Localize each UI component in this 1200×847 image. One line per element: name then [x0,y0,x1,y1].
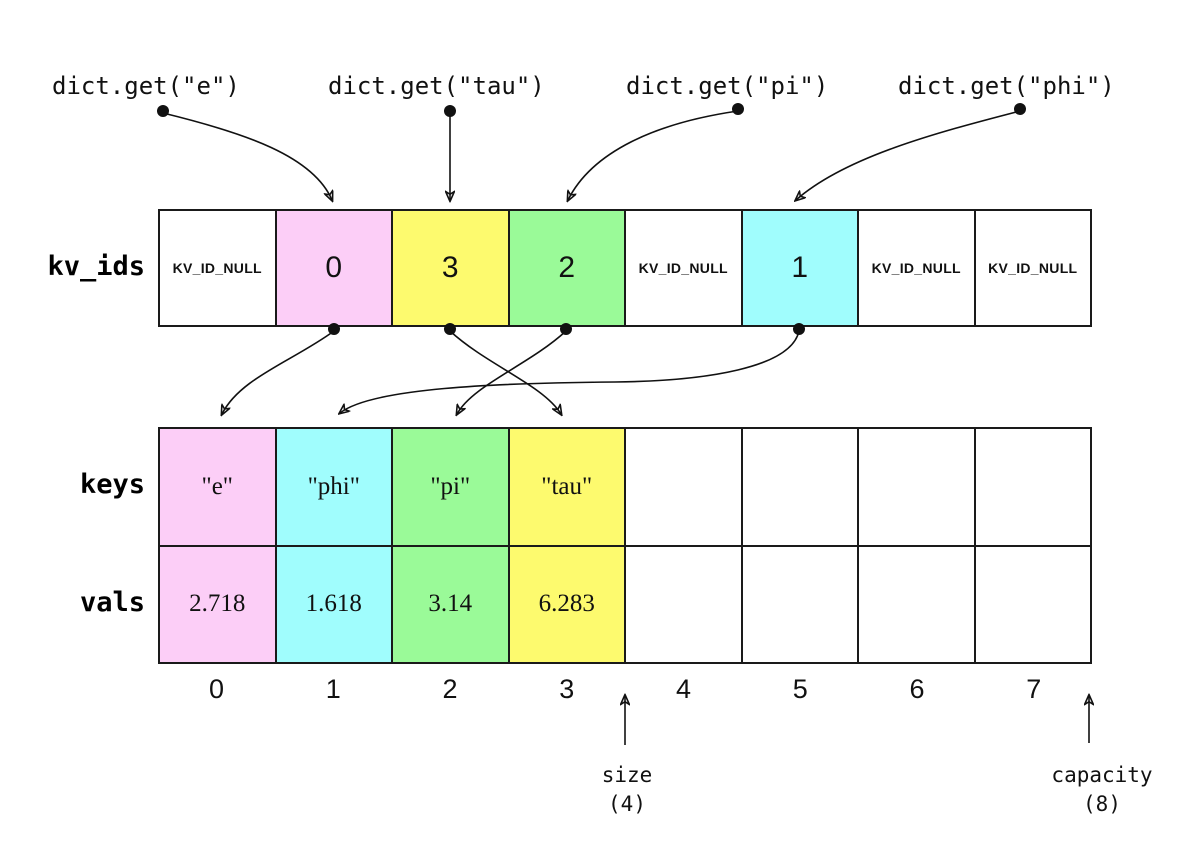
query-dot-pi [732,103,744,115]
index-label-1: 1 [325,674,341,704]
kv-ids-cell-5: 1 [741,210,858,326]
keys-cell-0: "e" [159,428,276,546]
arrow-query-pi-to-slot3 [568,110,739,200]
keys-row-label: keys [79,469,145,500]
kv-ids-row-label: kv_ids [47,251,145,282]
arrow-query-e-to-slot1 [162,112,332,200]
keys-cell-2: "pi" [392,428,509,546]
keys-cell-4 [625,428,742,546]
arrow-id3-to-keys3 [449,330,561,414]
index-label-6: 6 [909,674,925,704]
index-label-4: 4 [675,674,692,704]
query-label-e: dict.get("e") [52,72,240,100]
query-dot-phi [1014,103,1026,115]
vals-cell-7 [974,545,1091,663]
vals-cell-5 [741,545,858,663]
index-label-5: 5 [792,674,808,704]
query-label-pi: dict.get("pi") [626,72,829,100]
size-value: (4) [608,792,646,816]
query-dot-tau [444,105,456,117]
kv-ids-cell-7: KV_ID_NULL [974,210,1091,326]
vals-cell-1: 1.618 [275,545,392,663]
vals-cell-0: 2.718 [159,545,276,663]
keys-vals-table: "e" "phi" "pi" "tau" 2.718 1.618 3.14 6.… [158,427,1092,664]
query-dot-e [157,105,169,117]
keys-cell-5 [741,428,858,546]
keys-cell-7 [974,428,1091,546]
kv-ids-array: KV_ID_NULL 0 3 2 KV_ID_NULL 1 KV_ID_NULL… [158,209,1092,327]
kv-ids-cell-4: KV_ID_NULL [625,210,742,326]
index-label-3: 3 [559,674,575,704]
keys-row: "e" "phi" "pi" "tau" [159,428,1091,546]
capacity-label: capacity [1051,763,1153,787]
keys-cell-3: "tau" [508,428,625,546]
keys-cell-1: "phi" [275,428,392,546]
vals-cell-6 [858,545,975,663]
kv-ids-cell-3: 2 [508,210,625,326]
vals-cell-2: 3.14 [392,545,509,663]
arrow-id1-to-keys1 [340,330,800,413]
kv-ids-cell-1: 0 [275,210,392,326]
size-label: size [601,763,653,787]
kv-ids-cell-6: KV_ID_NULL [858,210,975,326]
arrow-id2-to-keys2 [457,330,567,414]
vals-row: 2.718 1.618 3.14 6.283 [159,545,1091,663]
arrow-id0-to-keys0 [222,330,335,414]
query-label-phi: dict.get("phi") [898,72,1115,100]
kv-ids-cell-0: KV_ID_NULL [159,210,276,326]
kv-ids-cell-2: 3 [392,210,509,326]
index-label-2: 2 [442,674,458,704]
keys-cell-6 [858,428,975,546]
capacity-value: (8) [1083,792,1121,816]
query-label-tau: dict.get("tau") [328,72,545,100]
index-label-7: 7 [1026,674,1042,704]
vals-cell-3: 6.283 [508,545,625,663]
index-label-0: 0 [208,674,225,704]
arrow-query-phi-to-slot5 [796,110,1021,200]
vals-row-label: vals [79,587,145,618]
vals-cell-4 [625,545,742,663]
